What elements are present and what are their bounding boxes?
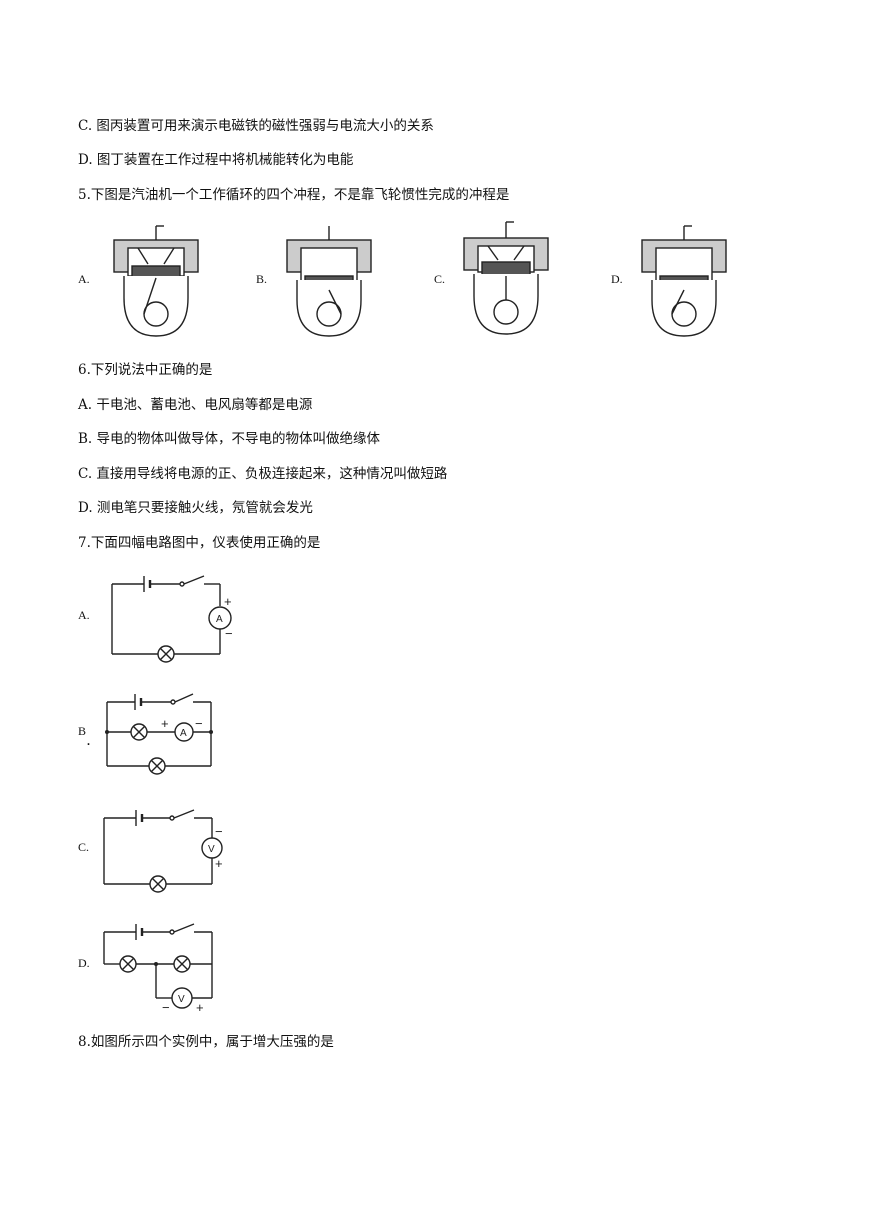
- option-c-text: C. 图丙装置可用来演示电磁铁的磁性强弱与电流大小的关系: [78, 118, 434, 134]
- q5-option-c-label: C.: [434, 272, 446, 286]
- minus-sign: −: [225, 626, 233, 641]
- q7-option-d-label: D.: [78, 956, 90, 970]
- q7-option-b-label: B: [78, 724, 87, 738]
- q5-option-a-label: A.: [78, 272, 90, 286]
- q7-option-c-label: C.: [78, 840, 90, 854]
- circuit-diagram-d: V − +: [103, 923, 213, 1015]
- question-6: 6.下列说法中正确的是: [78, 362, 213, 378]
- voltmeter-symbol: V: [178, 994, 185, 1005]
- q5-option-d-label: D.: [611, 272, 623, 286]
- plus-sign: +: [215, 856, 223, 871]
- minus-sign: −: [215, 824, 223, 839]
- option-d-text: D. 图丁装置在工作过程中将机械能转化为电能: [78, 152, 354, 168]
- q7-option-a-label: A.: [78, 608, 90, 622]
- circuit-diagram-a: A + −: [111, 575, 233, 663]
- circuit-diagram-c: V − +: [103, 809, 223, 893]
- engine-diagram-b: [286, 226, 372, 337]
- minus-sign: −: [195, 716, 203, 731]
- plus-sign: +: [224, 594, 232, 609]
- q6-option-b: B. 导电的物体叫做导体，不导电的物体叫做绝缘体: [78, 431, 381, 447]
- engine-diagram-c: [463, 221, 549, 335]
- plus-sign: +: [196, 1000, 204, 1015]
- plus-sign: +: [161, 716, 169, 731]
- question-8: 8.如图所示四个实例中，属于增大压强的是: [78, 1034, 334, 1050]
- q6-option-c: C. 直接用导线将电源的正、负极连接起来，这种情况叫做短路: [78, 466, 448, 482]
- q6-option-a: A. 干电池、蓄电池、电风扇等都是电源: [78, 397, 313, 413]
- q5-option-b-label: B.: [256, 272, 268, 286]
- ammeter-symbol: A: [216, 614, 223, 625]
- voltmeter-symbol: V: [208, 844, 215, 855]
- engine-diagram-d: [641, 225, 727, 337]
- circuit-diagram-b: A + −: [105, 693, 213, 775]
- ammeter-symbol: A: [180, 728, 187, 739]
- engine-diagram-a: [113, 225, 199, 337]
- q7-option-b-dot: .: [87, 734, 90, 748]
- question-5: 5.下图是汽油机一个工作循环的四个冲程，不是靠飞轮惯性完成的冲程是: [78, 187, 510, 203]
- q6-option-d: D. 测电笔只要接触火线，氖管就会发光: [78, 500, 313, 516]
- minus-sign: −: [162, 1000, 170, 1015]
- question-7: 7.下面四幅电路图中，仪表使用正确的是: [78, 535, 321, 551]
